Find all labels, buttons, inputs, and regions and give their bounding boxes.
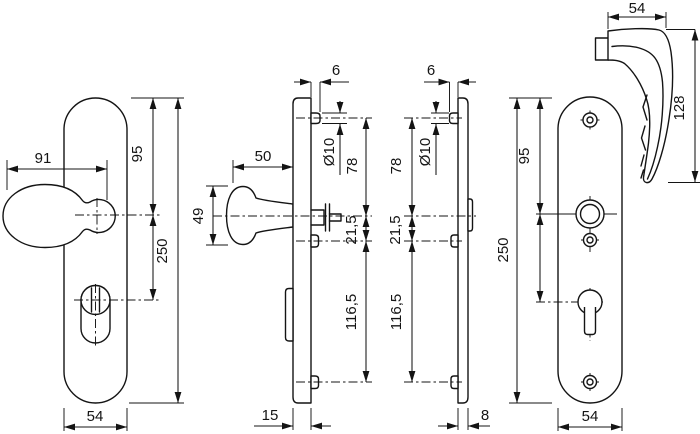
dim-plate-height-label: 250 [154, 238, 171, 263]
dim-chain-left: 78 21,5 116,5 [387, 118, 416, 382]
dim-knob-assembly-width-label: 91 [35, 150, 52, 167]
handle-hub [594, 37, 610, 61]
dim-plate-thickness-label: 8 [481, 407, 489, 424]
dim-boss-projection: 6 [424, 62, 476, 112]
dim-boss-projection-label: 6 [332, 62, 340, 79]
dim-chain-right: 78 21,5 116,5 [343, 118, 370, 382]
plate-profile [457, 97, 469, 404]
dim-knob-projection: 50 [232, 148, 293, 183]
screw-below-hub [581, 232, 599, 248]
screw-top [580, 110, 600, 130]
dim-plate-height: 250 [495, 98, 521, 403]
dim-boss-diameter: Ø10 [417, 101, 449, 175]
spindle-bolt [310, 203, 342, 232]
centerlines [74, 198, 160, 348]
dim-lever-width-label: 54 [629, 0, 646, 17]
dim-fixing-to-fixing-label: 116,5 [343, 294, 360, 330]
dim-boss-to-spindle-label: 78 [388, 158, 405, 175]
dim-plate-thickness: 8 [438, 407, 490, 430]
dim-top-to-lever-label: 95 [516, 148, 533, 165]
dim-boss-diameter-label: Ø10 [417, 138, 434, 166]
dim-knob-grip-height: 49 [190, 185, 228, 246]
dim-top-to-lever-and-chain: 95 [509, 97, 552, 404]
fixing-screw-mid [450, 234, 459, 248]
knob-profile [225, 185, 294, 246]
dim-top-to-knob-and-chain: 95 [129, 97, 184, 404]
dim-plate-thickness: 15 [254, 407, 331, 430]
dim-boss-diameter-label: Ø10 [321, 138, 338, 166]
centerlines [213, 117, 372, 383]
door-knob [2, 183, 116, 249]
screw-bottom [581, 373, 599, 391]
screw-boss-top [448, 112, 459, 125]
dim-fixing-to-fixing-label: 116,5 [388, 294, 405, 330]
dim-plate-height-label: 250 [495, 237, 512, 262]
dim-lever-width: 54 [607, 0, 695, 30]
view-knob-plate-front: 91 95 250 54 [2, 97, 184, 431]
dim-knob-grip-height-label: 49 [190, 208, 207, 225]
dim-boss-projection-label: 6 [427, 62, 435, 79]
dim-boss-to-spindle-label: 78 [344, 158, 361, 175]
dim-knob-assembly-width: 91 [6, 150, 108, 200]
dim-lever-height-label: 128 [671, 95, 688, 120]
dim-spindle-to-fixing-label: 21,5 [387, 215, 404, 244]
dim-plate-width-label: 54 [87, 408, 104, 425]
plate-profile [292, 97, 312, 404]
handle-grip [607, 27, 674, 184]
dim-plate-width: 54 [63, 408, 128, 431]
handle-contour-line [611, 45, 664, 180]
cylinder-guard-block [284, 287, 294, 342]
view-knob-plate-profile: 6 Ø10 78 21,5 116,5 50 49 [190, 62, 372, 430]
dim-plate-width: 54 [557, 408, 623, 431]
dim-lever-height: 128 [668, 29, 700, 183]
dim-spindle-to-fixing-label: 21,5 [343, 215, 360, 244]
cylinder-keyhole [536, 288, 604, 341]
dim-knob-projection-label: 50 [255, 148, 272, 165]
handle-facet-lines [640, 94, 648, 179]
lever-hub-hole [536, 196, 617, 252]
view-lever-plate-front: 54 128 95 250 54 [495, 0, 700, 431]
dim-plate-height: 250 [154, 98, 182, 403]
lever-handle [594, 27, 674, 184]
spindle-hub-bump [467, 198, 474, 232]
centerlines [404, 117, 476, 383]
plate-outline [63, 97, 128, 404]
dim-boss-diameter: Ø10 [321, 101, 347, 175]
view-lever-plate-profile: 6 Ø10 78 21,5 116,5 8 [387, 62, 490, 430]
dim-plate-thickness-label: 15 [262, 407, 279, 424]
dim-top-to-knob-label: 95 [129, 146, 146, 163]
fixing-screw-bottom [450, 375, 459, 390]
dim-plate-width-label: 54 [582, 408, 599, 425]
dim-boss-projection: 6 [294, 62, 349, 112]
